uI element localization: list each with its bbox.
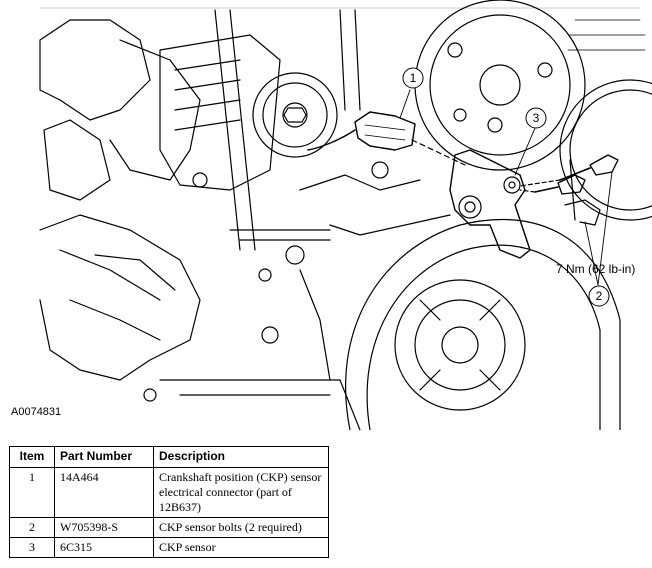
header-part-number: Part Number <box>54 446 154 468</box>
header-description: Description <box>153 446 329 468</box>
row-part-number: 6C315 <box>54 537 154 558</box>
table-header-row: Item Part Number Description <box>9 446 329 468</box>
table-row: 3 6C315 CKP sensor <box>9 537 329 558</box>
row-description: Crankshaft position (CKP) sensor electri… <box>153 467 329 518</box>
callout-2: 2 <box>596 289 603 303</box>
parts-table: Item Part Number Description 1 14A464 Cr… <box>9 446 329 558</box>
engine-diagram: 1 3 2 <box>39 0 652 430</box>
row-description: CKP sensor bolts (2 required) <box>153 517 329 538</box>
table-row: 1 14A464 Crankshaft position (CKP) senso… <box>9 467 329 518</box>
row-part-number: 14A464 <box>54 467 154 518</box>
row-description: CKP sensor <box>153 537 329 558</box>
header-item: Item <box>9 446 55 468</box>
figure-id-label: A0074831 <box>11 406 62 418</box>
row-item: 3 <box>9 537 55 558</box>
row-item: 2 <box>9 517 55 538</box>
row-item: 1 <box>9 467 55 518</box>
torque-spec-label: 7 Nm (62 lb-in) <box>556 262 636 276</box>
callout-1: 1 <box>410 71 417 85</box>
table-row: 2 W705398-S CKP sensor bolts (2 required… <box>9 517 329 538</box>
row-part-number: W705398-S <box>54 517 154 538</box>
callout-3: 3 <box>533 111 540 125</box>
